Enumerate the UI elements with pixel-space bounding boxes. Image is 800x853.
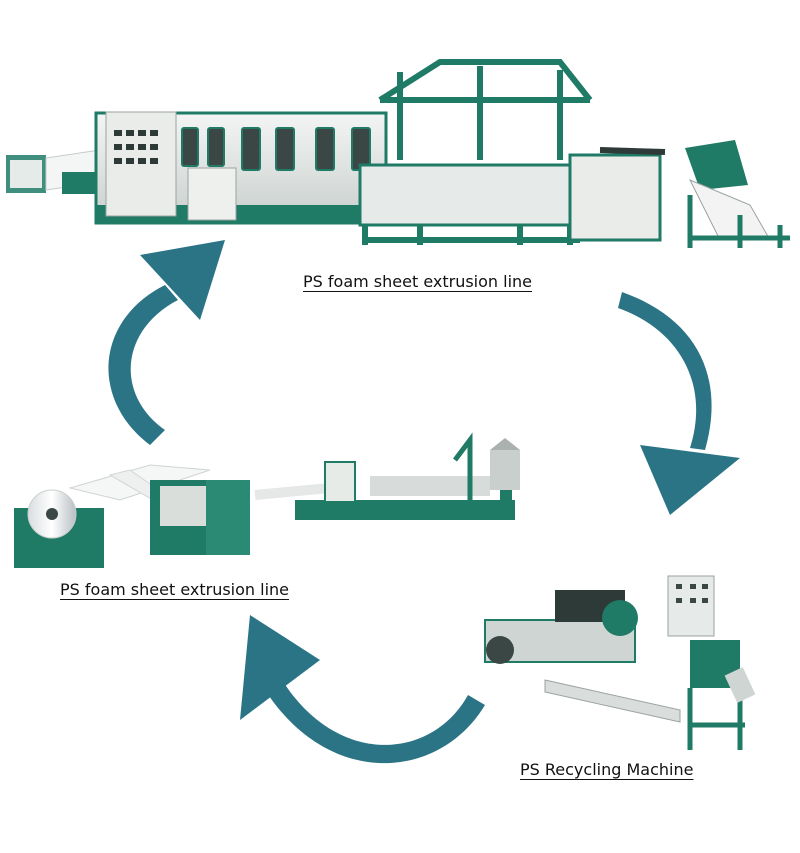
label-recycling-machine: PS Recycling Machine (520, 760, 694, 779)
main-machine-body (94, 111, 388, 225)
haul-off-unit (150, 480, 250, 555)
recycling-extruder (484, 590, 638, 664)
output-conveyor (599, 147, 666, 155)
cycle-arrows (108, 240, 740, 764)
left-machine-image (14, 432, 520, 568)
arrow-top-right-icon (618, 292, 740, 515)
stacker-cabinet (568, 153, 662, 242)
arrow-bottom-icon (240, 615, 485, 764)
pelletizer (687, 640, 756, 750)
cooling-trough (544, 679, 681, 723)
top-machine-image (6, 59, 790, 248)
extruder-line (295, 432, 520, 520)
label-left-extrusion-line: PS foam sheet extrusion line (60, 580, 290, 599)
label-top-extrusion-line: PS foam sheet extrusion line (303, 272, 533, 291)
recycling-machine-image (484, 575, 756, 750)
crusher-unit (685, 140, 790, 248)
tube-foam (254, 483, 331, 500)
arrow-left-icon (108, 240, 225, 445)
unwind-stand (6, 149, 102, 194)
